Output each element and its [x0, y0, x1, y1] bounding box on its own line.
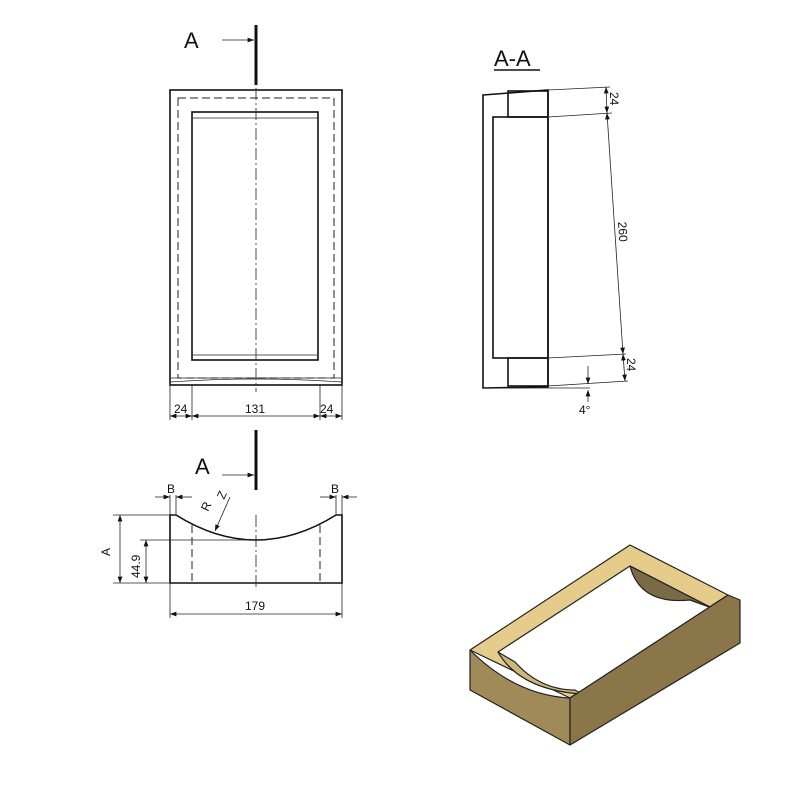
dim-depth: 44.9: [129, 554, 143, 578]
bottom-view: A A 44.9 179 B B R Z: [99, 430, 357, 618]
dim-b-right: B: [331, 482, 339, 496]
dim-bottom: 24: [624, 358, 638, 372]
dim-b-left: B: [167, 482, 175, 496]
dim-right: 24: [320, 402, 334, 416]
dim-left: 24: [174, 402, 188, 416]
dim-length: 260: [615, 221, 630, 242]
profile: [169, 514, 343, 584]
radius-label: R: [198, 499, 214, 513]
width-dimensions: 24 131 24: [169, 385, 343, 420]
dim-top: 24: [607, 92, 621, 106]
section-label-bottom: A: [195, 454, 210, 479]
window: [191, 111, 319, 361]
radius-leader: [214, 496, 231, 532]
section-title: A-A: [494, 46, 531, 71]
front-view: A 24 131 24: [169, 25, 343, 420]
dim-middle: 131: [245, 402, 265, 416]
dim-width: 179: [245, 599, 265, 613]
section-view: A-A 24 260 24 4°: [482, 46, 638, 417]
section-label: A: [184, 28, 199, 53]
isometric-model: [469, 544, 741, 746]
dim-height: A: [99, 548, 113, 556]
radius-break: Z: [214, 489, 230, 502]
angle-label: 4°: [579, 403, 591, 417]
